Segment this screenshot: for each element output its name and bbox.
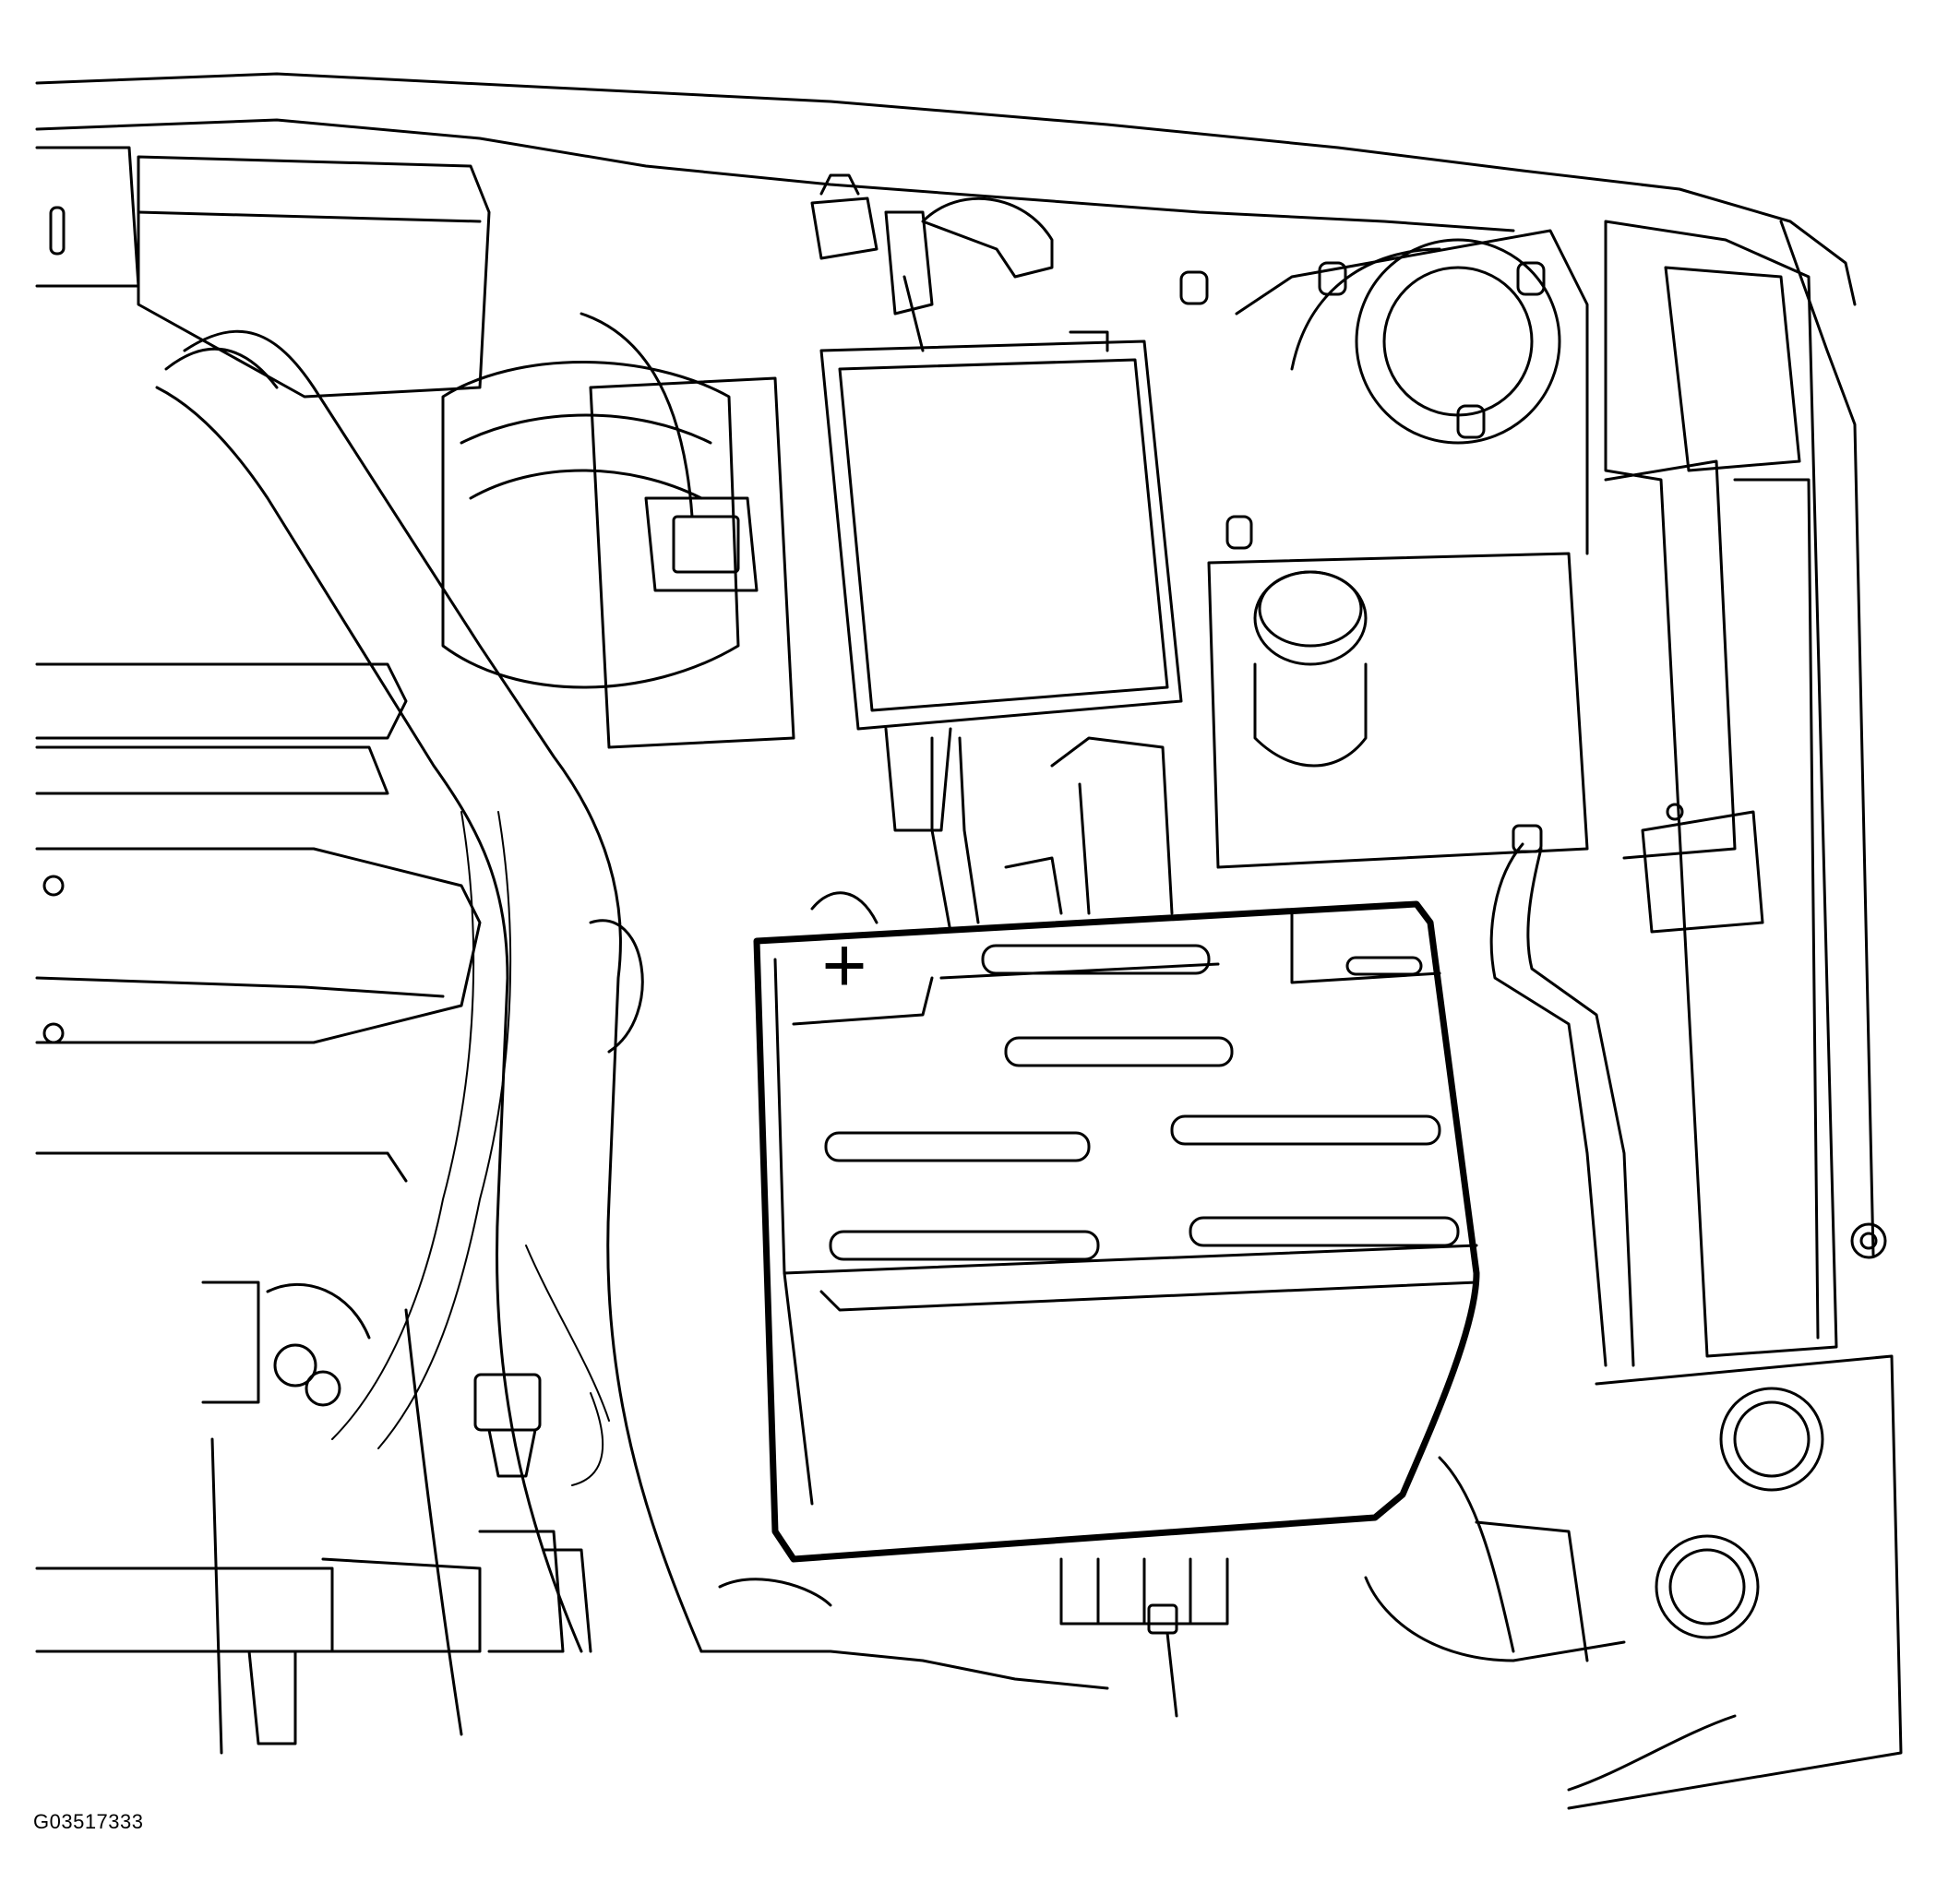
cowl-box (137, 155, 491, 399)
battery-vent-1 (981, 944, 1211, 975)
lower-left-components (201, 1281, 592, 1755)
hood-edge (35, 72, 1857, 306)
battery (753, 900, 1480, 1718)
figure-id-label: G03517333 (33, 1810, 144, 1833)
positive-cable-bundle (810, 736, 1174, 934)
strut-tower (1235, 229, 1589, 555)
intake-hose (155, 329, 703, 1653)
coolant-reservoir (1207, 515, 1589, 869)
left-radiator-support (35, 146, 482, 1653)
battery-vent-2 (1004, 1036, 1234, 1067)
radiator-panel-right (1604, 220, 1887, 1358)
battery-vent-3 (824, 1131, 1091, 1162)
battery-vent-4 (1170, 1114, 1441, 1146)
negative-cable (1489, 824, 1635, 1367)
positive-terminal-symbol: + (821, 922, 866, 1008)
fuse-box (819, 210, 1183, 832)
battery-vent-6 (1189, 1216, 1460, 1247)
battery-vent-5 (829, 1230, 1100, 1261)
lower-body-lines (699, 1456, 1737, 1792)
brake-booster (441, 361, 740, 689)
wiring-harness (331, 811, 610, 1486)
connector-top (810, 173, 1209, 305)
lower-right-mounts (1567, 1354, 1903, 1810)
brake-fluid-reservoir (580, 312, 795, 749)
battery-vent-neg (1345, 956, 1423, 976)
